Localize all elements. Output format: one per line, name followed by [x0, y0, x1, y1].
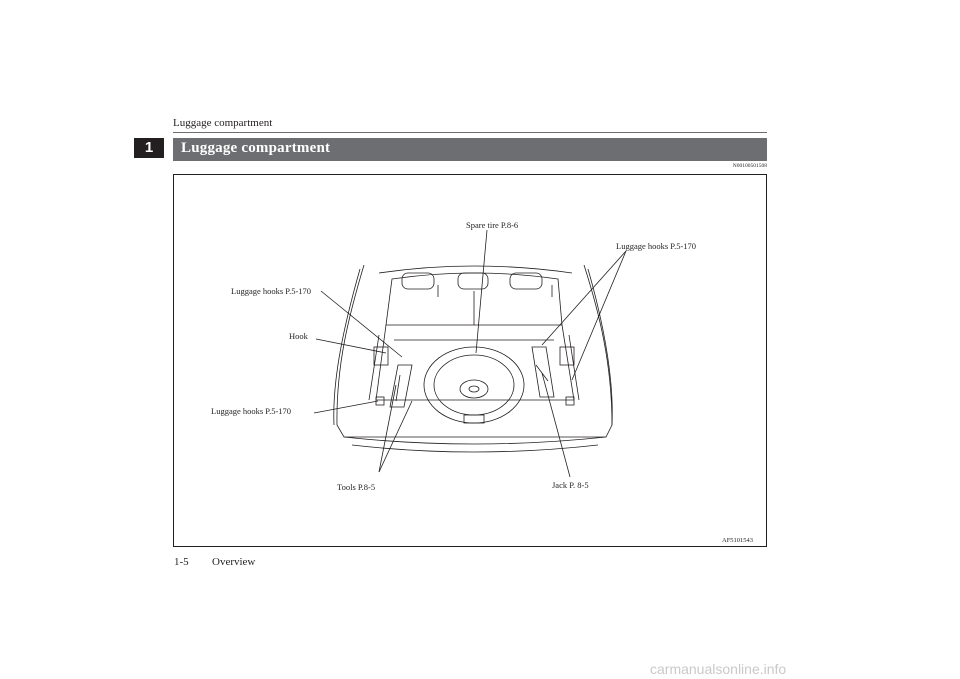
- footer-section-name: Overview: [212, 556, 256, 568]
- luggage-figure: Spare tire P.8-6 Luggage hooks P.5-170 L…: [173, 174, 767, 547]
- figure-code: AF5101543: [722, 537, 754, 544]
- callout-hooks-lower-left: Luggage hooks P.5-170: [211, 406, 292, 416]
- running-header: Luggage compartment: [173, 117, 273, 129]
- footer-page-number: 1-5: [174, 556, 189, 568]
- header-rule: [173, 132, 767, 133]
- callout-spare-tire: Spare tire P.8-6: [466, 220, 519, 230]
- section-code: N00100501508: [732, 163, 767, 169]
- callout-jack: Jack P. 8-5: [552, 480, 589, 490]
- callout-hook: Hook: [289, 331, 308, 341]
- section-title: Luggage compartment: [181, 140, 331, 156]
- chapter-badge: 1: [134, 138, 164, 158]
- callout-hooks-upper-left: Luggage hooks P.5-170: [231, 286, 312, 296]
- luggage-illustration: [313, 229, 627, 478]
- callout-tools: Tools P.8-5: [337, 482, 376, 492]
- section-title-bar: Luggage compartment: [173, 138, 767, 161]
- watermark: carmanualsonline.info: [650, 661, 787, 677]
- callout-hooks-right: Luggage hooks P.5-170: [616, 241, 697, 251]
